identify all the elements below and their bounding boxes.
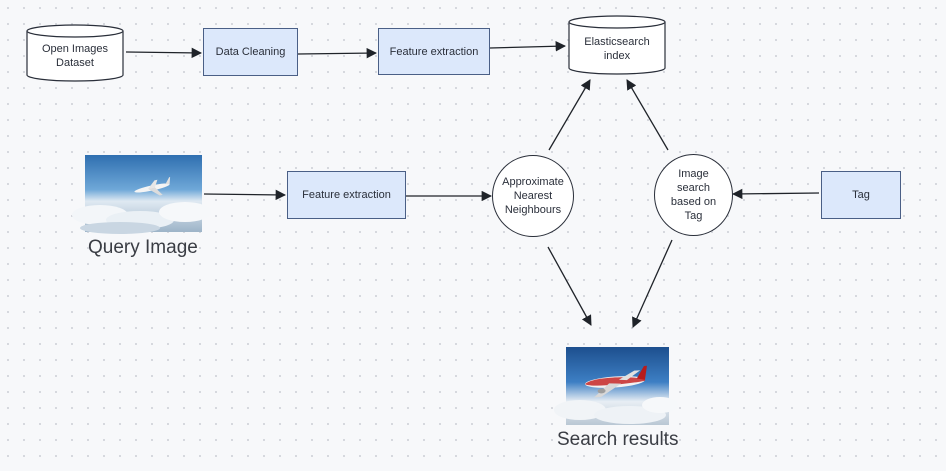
- elasticsearch-index-node[interactable]: [568, 15, 666, 75]
- edge-dataset-to-cleaning: [125, 47, 203, 59]
- edge-tag-to-tagsearch: [731, 188, 820, 200]
- data-cleaning-box[interactable]: Data Cleaning: [203, 28, 298, 76]
- tag-box[interactable]: Tag: [821, 171, 901, 219]
- open-images-dataset-node[interactable]: [26, 24, 124, 82]
- airplane-icon: [134, 176, 171, 196]
- edges: [125, 41, 820, 328]
- search-results-caption: Search results: [557, 429, 679, 450]
- edge-ann-to-results: [547, 246, 592, 326]
- red-airliner-icon: [585, 365, 647, 398]
- edge-cleaning-to-feature: [297, 47, 378, 59]
- edge-ann-to-elasticsearch: [548, 79, 591, 151]
- feature-extraction-top-box[interactable]: Feature extraction: [378, 28, 490, 75]
- edge-tagsearch-to-results: [632, 239, 673, 328]
- edge-tagsearch-to-elasticsearch: [626, 79, 669, 151]
- edge-query-to-feature: [203, 189, 287, 201]
- query-image-caption: Query Image: [88, 237, 198, 258]
- query-image-photo: [72, 155, 211, 234]
- edge-feature-to-elasticsearch: [489, 41, 567, 52]
- image-search-based-on-tag-node[interactable]: Image search based on Tag: [654, 154, 733, 236]
- search-results-photo: [554, 347, 678, 425]
- elasticsearch-index-label: Elasticsearch index: [584, 36, 650, 62]
- open-images-dataset-label: Open Images Dataset: [41, 43, 109, 69]
- approximate-nearest-neighbours-node[interactable]: Approximate Nearest Neighbours: [492, 155, 574, 237]
- feature-extraction-query-box[interactable]: Feature extraction: [287, 171, 406, 219]
